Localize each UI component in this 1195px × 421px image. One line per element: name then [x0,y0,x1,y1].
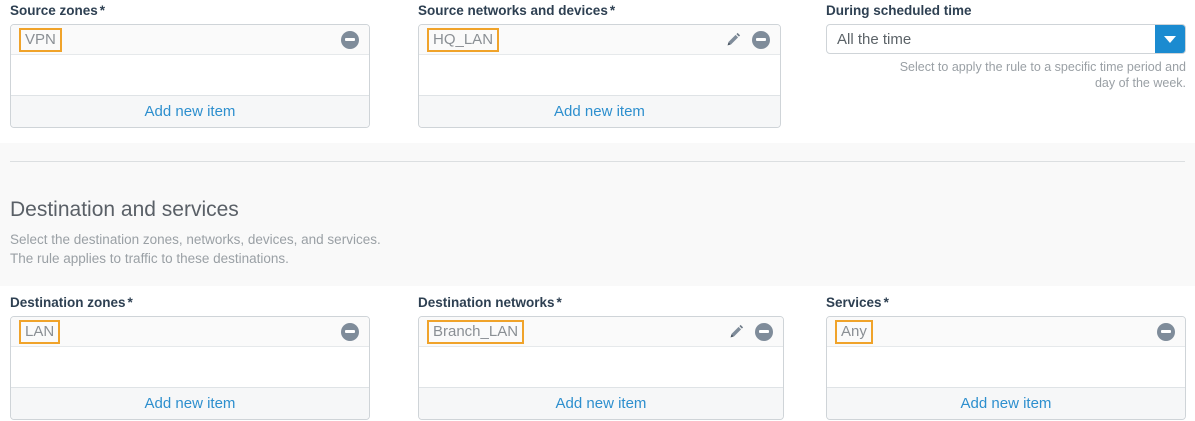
add-new-item-label: Add new item [555,394,647,412]
field-source-zones: Source zones* VPN Add new item [10,2,370,128]
add-new-item-button[interactable]: Add new item [419,95,780,127]
source-networks-listbox: HQ_LAN Add new item [418,24,781,128]
add-new-item-button[interactable]: Add new item [419,387,783,419]
destination-networks-list: Branch_LAN [419,317,783,387]
list-item[interactable]: LAN [11,317,369,347]
source-zones-listbox: VPN Add new item [10,24,370,128]
scheduled-time-dropdown[interactable]: All the time [826,24,1186,54]
add-new-item-label: Add new item [554,102,645,120]
item-label: HQ_LAN [427,27,500,52]
source-zones-label-wrap: Source zones* [10,2,370,20]
scheduled-time-label-wrap: During scheduled time [826,2,1186,20]
list-item[interactable]: VPN [11,25,369,55]
remove-circle-icon[interactable] [340,322,359,341]
add-new-item-button[interactable]: Add new item [11,387,369,419]
list-item[interactable]: Branch_LAN [419,317,783,347]
item-label: Any [835,319,873,344]
list-item[interactable]: Any [827,317,1185,347]
services-listbox: Any Add new item [826,316,1186,420]
item-label: LAN [19,319,61,344]
field-scheduled-time: During scheduled time All the time Selec… [826,2,1186,91]
remove-circle-icon[interactable] [1156,322,1175,341]
destination-section-band [0,143,1195,286]
add-new-item-button[interactable]: Add new item [11,95,369,127]
row-actions [340,322,359,341]
required-asterisk: * [609,3,616,18]
services-label: Services [826,295,882,310]
item-label: Branch_LAN [427,319,525,344]
section-description-line1: Select the destination zones, networks, … [10,232,381,247]
section-header: Destination and services Select the dest… [10,197,710,268]
required-asterisk: * [556,295,562,310]
row-actions [340,30,359,49]
add-new-item-label: Add new item [144,394,236,412]
source-networks-label: Source networks and devices [418,3,608,18]
field-destination-zones: Destination zones* LAN Add new item [10,294,370,420]
row-actions [727,322,773,341]
scheduled-time-label: During scheduled time [826,3,972,18]
source-networks-list: HQ_LAN [419,25,780,95]
required-asterisk: * [127,295,133,310]
section-description-line2: The rule applies to traffic to these des… [10,251,289,266]
required-asterisk: * [883,295,889,310]
destination-networks-label: Destination networks [418,295,555,310]
services-label-wrap: Services* [826,294,1186,312]
add-new-item-label: Add new item [144,102,236,120]
row-actions [724,30,770,49]
destination-networks-listbox: Branch_LAN Add new item [418,316,784,420]
row-actions [1156,322,1175,341]
field-destination-networks: Destination networks* Branch_LAN [418,294,784,420]
section-divider [10,161,1185,162]
source-zones-label: Source zones [10,3,98,18]
add-new-item-label: Add new item [960,394,1052,412]
item-label: VPN [19,27,62,52]
destination-networks-label-wrap: Destination networks* [418,294,784,312]
source-networks-label-wrap: Source networks and devices* [418,2,781,20]
scheduled-time-hint-line1: Select to apply the rule to a specific t… [899,60,1186,74]
list-item[interactable]: HQ_LAN [419,25,780,55]
required-asterisk: * [99,3,106,18]
add-new-item-button[interactable]: Add new item [827,387,1185,419]
destination-zones-list: LAN [11,317,369,387]
pencil-icon[interactable] [727,322,746,341]
destination-zones-listbox: LAN Add new item [10,316,370,420]
field-services: Services* Any Add new item [826,294,1186,420]
scheduled-time-hint-line2: day of the week. [1094,76,1186,90]
field-source-networks: Source networks and devices* HQ_LAN [418,2,781,128]
page-title: Destination and services [10,198,239,221]
scheduled-time-value[interactable]: All the time [837,30,912,48]
services-list: Any [827,317,1185,387]
chevron-down-icon[interactable] [1155,25,1185,53]
destination-zones-label-wrap: Destination zones* [10,294,370,312]
remove-circle-icon[interactable] [340,30,359,49]
pencil-icon[interactable] [724,30,743,49]
remove-circle-icon[interactable] [751,30,770,49]
remove-circle-icon[interactable] [754,322,773,341]
source-zones-list: VPN [11,25,369,95]
destination-zones-label: Destination zones [10,295,126,310]
